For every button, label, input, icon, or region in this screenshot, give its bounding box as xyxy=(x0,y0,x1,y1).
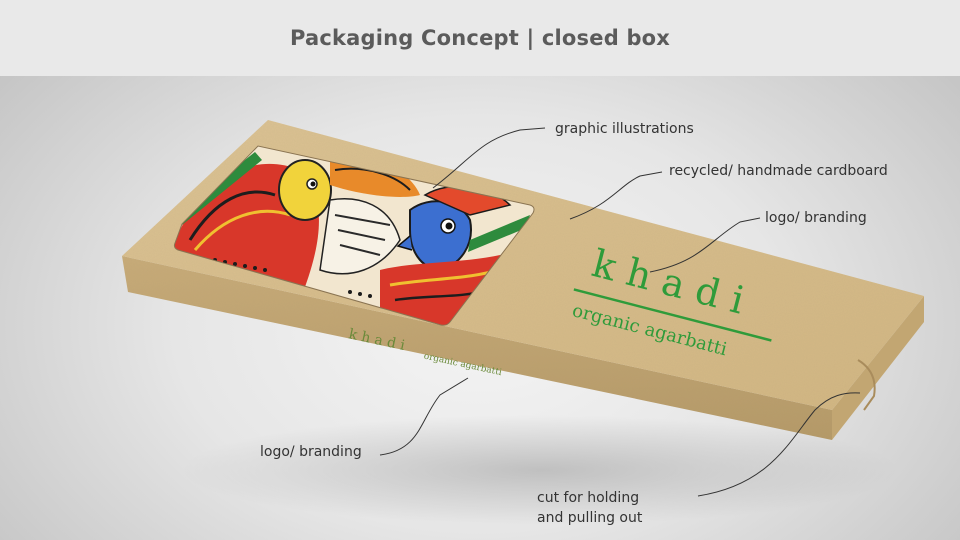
cut-notch xyxy=(857,359,876,411)
box-front-face-grain xyxy=(122,256,832,440)
top-logo-rule xyxy=(573,288,772,342)
annotation-recycled-cardboard: recycled/ handmade cardboard xyxy=(669,163,888,179)
header-bar: Packaging Concept | closed box xyxy=(0,0,960,76)
annotation-logo-branding-top: logo/ branding xyxy=(765,210,867,226)
box-shadow xyxy=(180,415,900,525)
annotation-logo-branding-side: logo/ branding xyxy=(260,444,362,460)
illustration-frame xyxy=(173,145,535,326)
box-right-face xyxy=(832,296,924,440)
annotation-cut-for-holding: cut for holding and pulling out xyxy=(537,490,643,526)
annotation-graphic-illustrations: graphic illustrations xyxy=(555,121,694,137)
leader-graphic-illustrations xyxy=(432,127,546,189)
leader-logo-branding-top xyxy=(649,217,761,273)
leader-cut-for-holding xyxy=(697,392,861,497)
page-title: Packaging Concept | closed box xyxy=(289,26,671,50)
leader-logo-branding-side xyxy=(379,377,469,456)
leader-recycled-cardboard xyxy=(569,171,663,220)
